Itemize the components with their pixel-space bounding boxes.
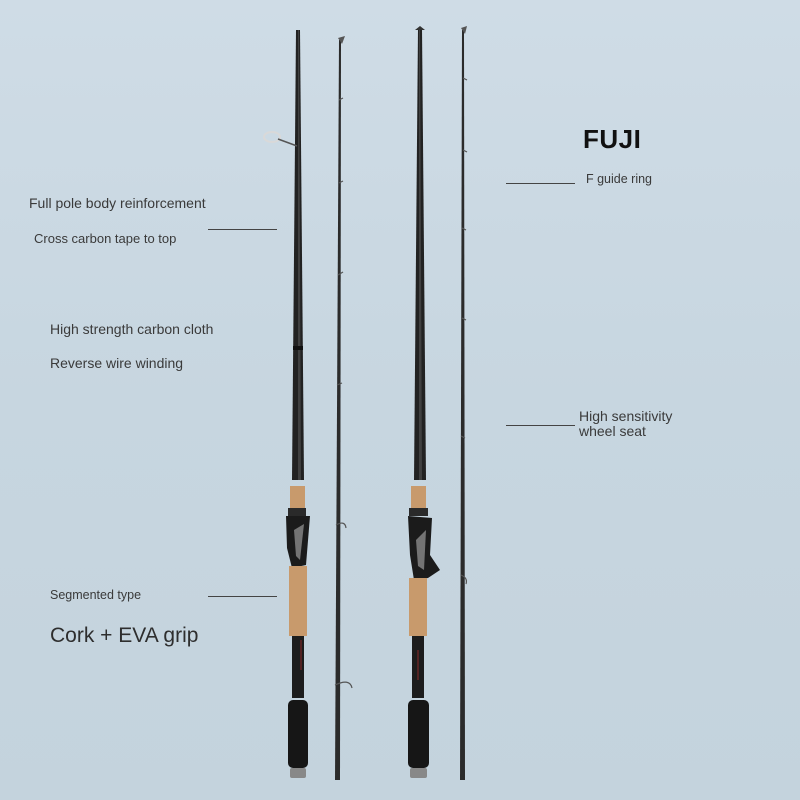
callout-line-segmented <box>208 596 277 597</box>
label-segmented-type: Segmented type <box>50 588 142 602</box>
label-cork-eva-grip: Cork + EVA grip <box>50 624 199 647</box>
label-f-guide-ring: F guide ring <box>586 172 653 186</box>
label-wheel-seat-line1: High sensitivity <box>579 408 673 424</box>
right-rod-cork-fore <box>411 486 426 508</box>
label-full-pole-reinforcement: Full pole body reinforcement <box>29 195 206 211</box>
right-rod-butt-section <box>408 26 440 778</box>
right-rod-eva-butt <box>408 700 429 768</box>
left-rod-cork-grip <box>289 566 307 636</box>
label-cross-carbon-tape: Cross carbon tape to top <box>34 231 177 246</box>
callout-line-reinforcement <box>208 229 277 230</box>
right-rod-cork-grip <box>409 578 427 636</box>
label-fuji-brand: FUJI <box>583 124 642 154</box>
callout-line-guide-ring <box>506 183 575 184</box>
right-rod-tip-section <box>460 26 468 780</box>
left-rod-cork-fore <box>290 486 305 508</box>
left-rod-eva-butt <box>288 700 308 768</box>
label-wheel-seat-line2: wheel seat <box>579 423 646 439</box>
callout-line-wheel-seat <box>506 425 575 426</box>
label-reverse-wire-winding: Reverse wire winding <box>50 355 184 371</box>
label-high-strength-carbon: High strength carbon cloth <box>50 321 214 337</box>
left-rod-guide-ring <box>263 131 281 143</box>
label-high-sensitivity-wheel-seat: High sensitivity wheel seat <box>579 409 672 439</box>
left-rod-tip-section <box>334 36 353 780</box>
left-rod-butt-section <box>263 30 310 778</box>
